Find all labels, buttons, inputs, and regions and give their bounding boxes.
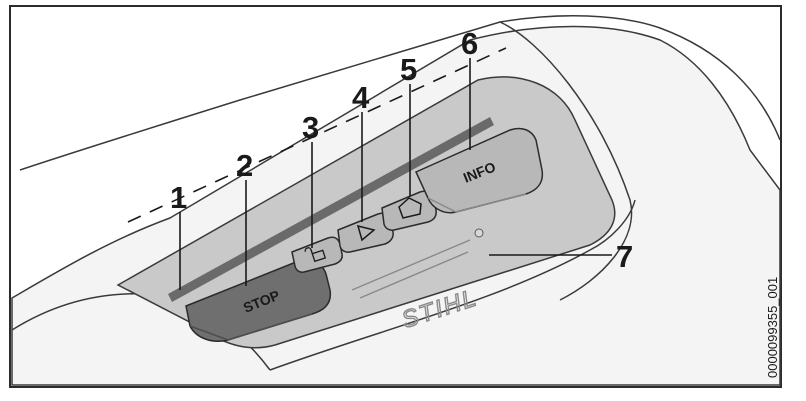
- dashed-guide-line: [127, 47, 507, 223]
- padlock-open-icon: [304, 247, 327, 263]
- info-button[interactable]: INFO: [415, 127, 544, 214]
- sensor-dot: [474, 228, 484, 238]
- play-triangle-icon: [356, 224, 376, 242]
- callout-leaders: [179, 58, 612, 290]
- callout-6: 6: [461, 26, 478, 61]
- callout-1: 1: [170, 180, 187, 215]
- callout-2: 2: [236, 148, 253, 183]
- home-icon: [398, 197, 422, 219]
- callout-4: 4: [352, 80, 370, 115]
- callout-7: 7: [616, 239, 633, 274]
- callout-5: 5: [400, 52, 417, 87]
- led-status-bar: [168, 117, 494, 302]
- document-id: 0000099355_001: [765, 277, 780, 378]
- start-button[interactable]: [337, 212, 394, 253]
- callout-3: 3: [302, 110, 319, 145]
- unlock-button[interactable]: [291, 236, 343, 273]
